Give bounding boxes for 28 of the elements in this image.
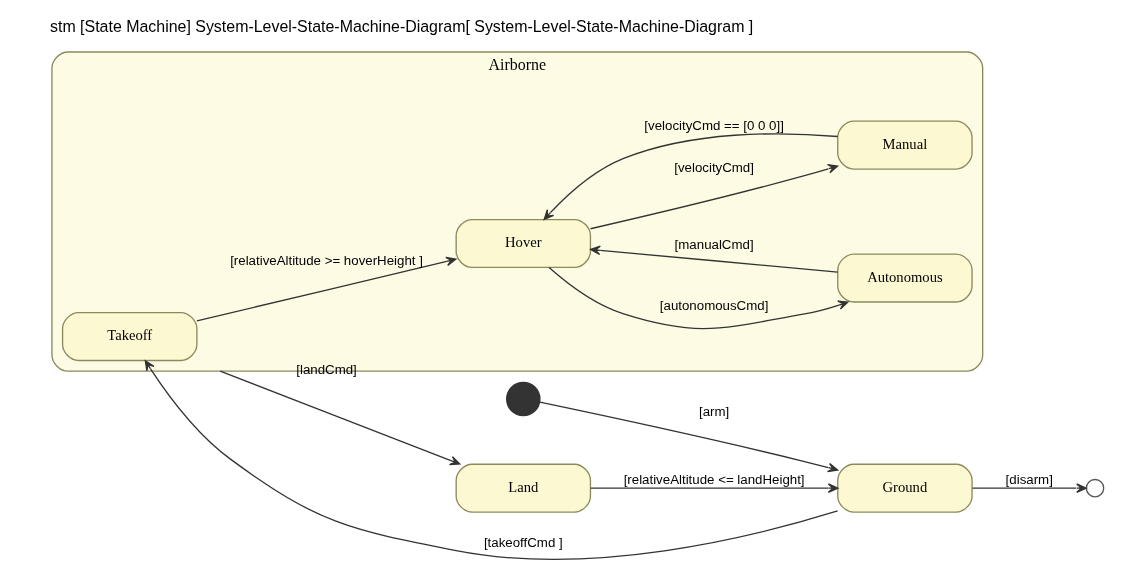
node-box: Land <box>455 463 592 513</box>
arrow <box>219 370 461 466</box>
edge-label: [relativeAltitude <= landHeight] <box>623 472 805 488</box>
arrow <box>589 245 839 273</box>
node-box: Autonomous <box>837 253 973 303</box>
arrow <box>144 360 839 560</box>
edge-label: [arm] <box>698 404 730 420</box>
edge-label: [velocityCmd] <box>674 159 754 175</box>
node-box: Manual <box>837 120 973 170</box>
arrow <box>589 483 839 493</box>
arrow <box>196 256 457 322</box>
node-circle <box>506 381 541 417</box>
edge-label: [relativeAltitude >= hoverHeight ] <box>230 252 423 268</box>
edge-label: [manualCmd] <box>674 236 754 252</box>
arrow <box>543 133 839 221</box>
edge-label: [velocityCmd == [0 0 0]] <box>644 118 784 134</box>
node-box: Hover <box>455 218 592 269</box>
node-box: Takeoff <box>61 311 198 362</box>
edge-label: [disarm] <box>1005 472 1053 488</box>
arrow <box>971 483 1087 493</box>
node-box: Ground <box>837 463 973 513</box>
node-circle <box>1085 478 1105 498</box>
edge-label: [takeoffCmd ] <box>483 534 563 550</box>
arrow <box>589 164 839 230</box>
arrow <box>548 266 849 330</box>
edge-label: [autonomousCmd] <box>659 297 769 313</box>
arrow <box>539 401 839 473</box>
diagram-title: stm [State Machine] System-Level-State-Machine-Diagram[ System-Level-State-Machine-Diagram ] <box>50 17 754 35</box>
